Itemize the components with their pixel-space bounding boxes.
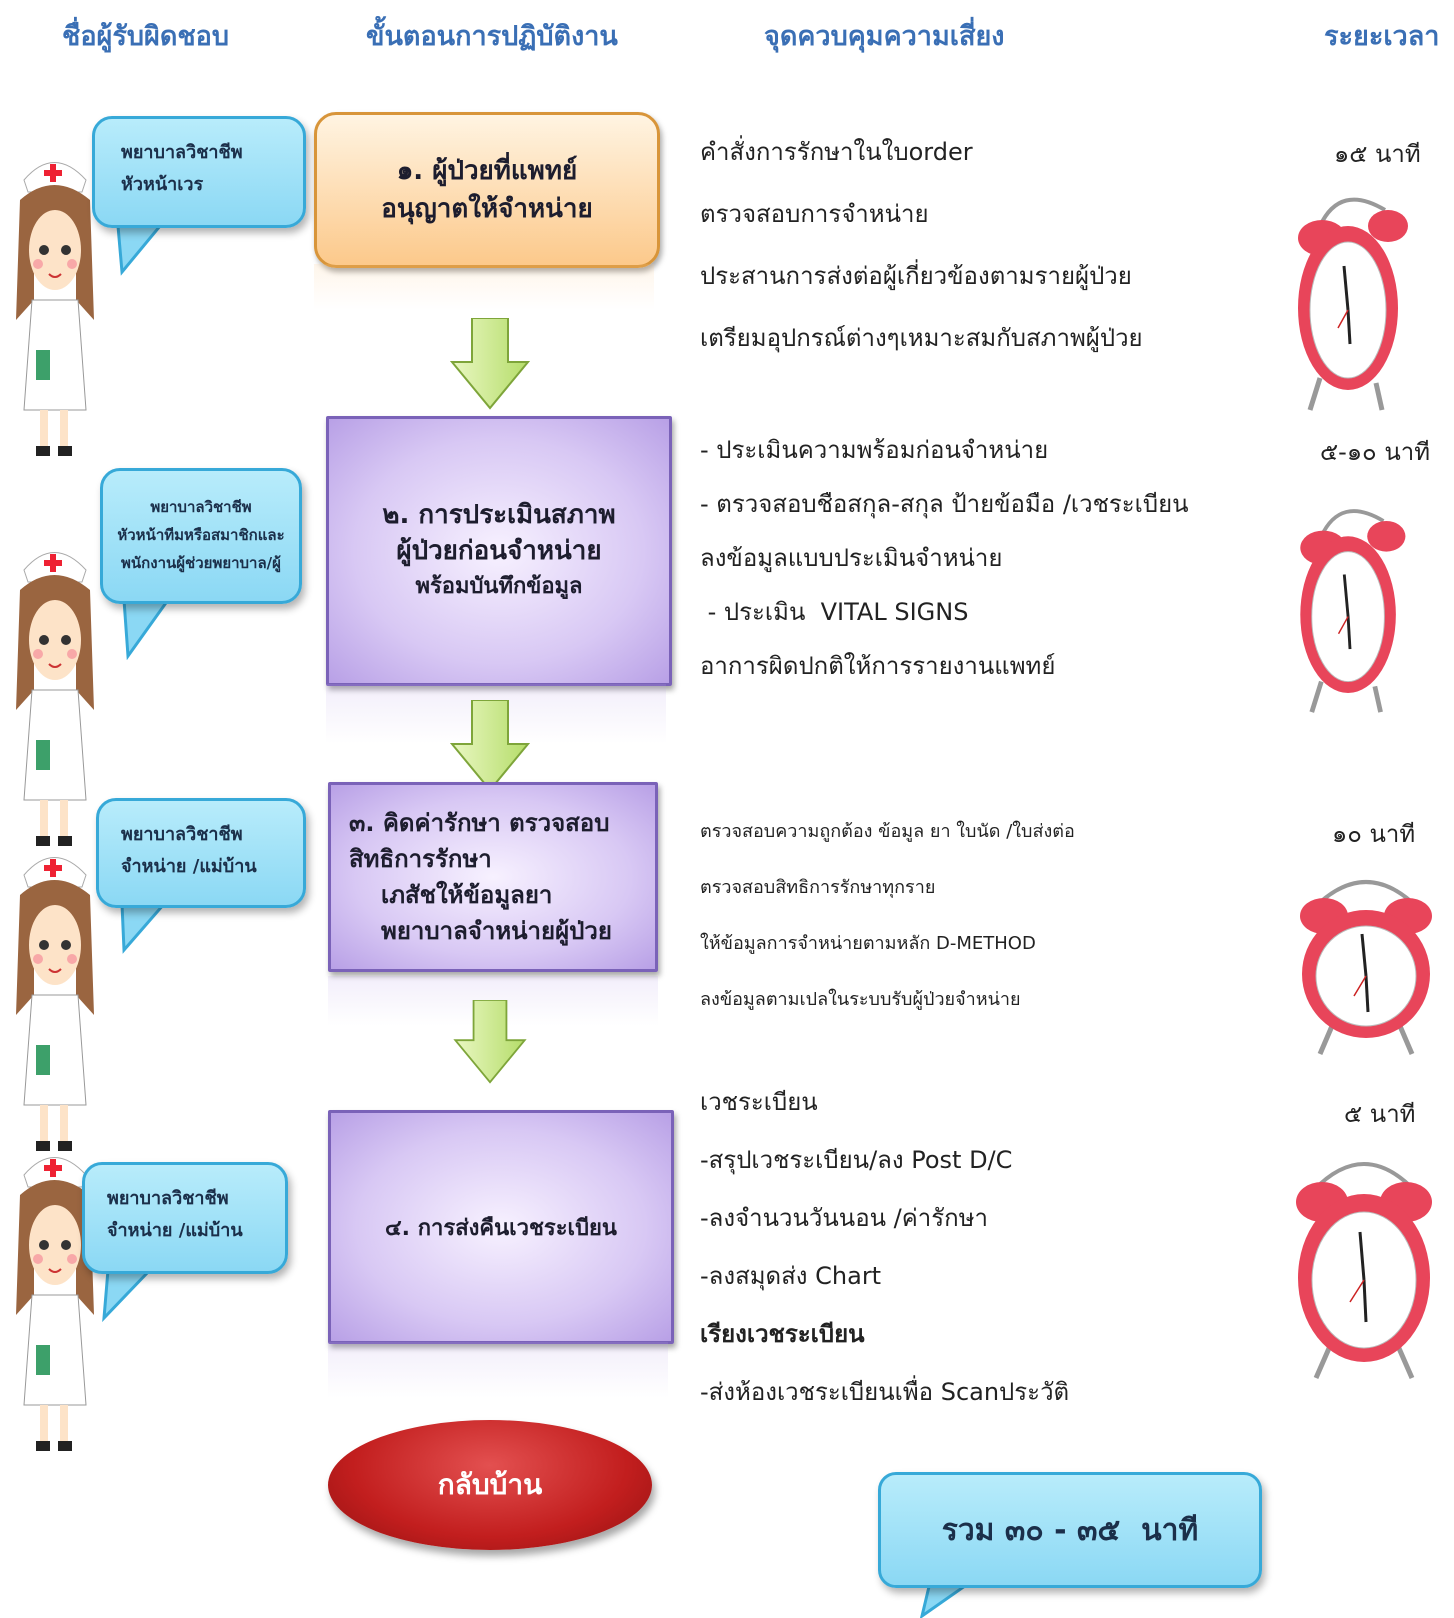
control-text: อาการผิดปกติให้การรายงานแพทย์ — [700, 652, 1056, 680]
control-text: -ส่งห้องเวชระเบียนเพื่อ Scanประวัติ — [700, 1378, 1070, 1406]
total-time-bubble: รวม ๓๐ - ๓๕ นาที — [878, 1472, 1262, 1588]
responsible-bubble-1: พยาบาลวิชาชีพ หัวหน้าเวร — [92, 116, 306, 228]
down-arrow-icon — [450, 318, 530, 410]
header-risk-control: จุดควบคุมความเสี่ยง — [764, 21, 1005, 52]
bubble-tail — [102, 1270, 153, 1322]
duration-2: ๕-๑๐ นาที — [1320, 438, 1431, 466]
header-responsible: ชื่อผู้รับผิดชอบ — [62, 21, 230, 52]
responsible-bubble-2: พยาบาลวิชาชีพ หัวหน้าทีมหรือสมาชิกและ พน… — [100, 468, 302, 604]
nurse-illustration — [16, 1157, 94, 1451]
bubble-tail — [120, 904, 166, 954]
step-3-box: ๓. คิดค่ารักษา ตรวจสอบ สิทธิการรักษา เภส… — [328, 782, 658, 972]
control-text: ตรวจสอบสิทธิการรักษาทุกราย — [700, 877, 936, 898]
control-text: -ลงสมุดส่ง Chart — [700, 1262, 882, 1290]
control-text: เตรียมอุปกรณ์ต่างๆเหมาะสมกับสภาพผู้ป่วย — [700, 324, 1143, 352]
step-4-line1: ๔. การส่งคืนเวชระเบียน — [385, 1215, 617, 1241]
control-text: ลงข้อมูลแบบประเมินจำหน่าย — [700, 544, 1003, 572]
duration-3: ๑๐ นาที — [1332, 820, 1416, 848]
down-arrow-icon — [453, 1000, 527, 1084]
step-4-box: ๔. การส่งคืนเวชระเบียน — [328, 1110, 674, 1344]
control-text: เรียงเวชระเบียน — [700, 1320, 865, 1348]
step-3-line2: สิทธิการรักษา — [349, 845, 492, 873]
control-text: คำสั่งการรักษาในใบorder — [700, 138, 973, 166]
step-3-line4: พยาบาลจำหน่ายผู้ป่วย — [381, 917, 612, 945]
responsible-2-line2: หัวหน้าทีมหรือสมาชิกและ — [117, 526, 285, 544]
nurse-illustration — [16, 857, 94, 1151]
bubble-tail — [116, 226, 162, 276]
step-2-line3: พร้อมบันทึกข้อมูล — [415, 574, 583, 599]
control-text: ตรวจสอบการจำหน่าย — [700, 200, 929, 228]
control-text: -สรุปเวชระเบียน/ลง Post D/C — [700, 1146, 1013, 1174]
control-text: เวชระเบียน — [700, 1088, 818, 1116]
responsible-2-line3: พนักงานผู้ช่วยพยาบาล/ผู้ — [121, 554, 281, 572]
responsible-bubble-3: พยาบาลวิชาชีพ จำหน่าย /แม่บ้าน — [96, 798, 306, 908]
responsible-4-line1: พยาบาลวิชาชีพ — [107, 1188, 229, 1209]
control-text: - ประเมิน VITAL SIGNS — [700, 598, 969, 626]
step-2-box: ๒. การประเมินสภาพ ผู้ป่วยก่อนจำหน่าย พร้… — [326, 416, 672, 686]
header-procedure: ขั้นตอนการปฏิบัติงาน — [366, 21, 618, 52]
end-oval: กลับบ้าน — [328, 1420, 652, 1550]
responsible-1-line1: พยาบาลวิชาชีพ — [121, 142, 243, 163]
step-2-line1: ๒. การประเมินสภาพ — [382, 500, 616, 530]
step-3-line3: เภสัชให้ข้อมูลยา — [381, 881, 553, 909]
control-text: -ลงจำนวนวันนอน /ค่ารักษา — [700, 1204, 988, 1232]
step-3-line1: ๓. คิดค่ารักษา ตรวจสอบ — [349, 809, 610, 837]
responsible-bubble-4: พยาบาลวิชาชีพ จำหน่าย /แม่บ้าน — [82, 1162, 288, 1274]
control-text: ให้ข้อมูลการจำหน่ายตามหลัก D-METHOD — [700, 933, 1036, 954]
total-time-label: รวม ๓๐ - ๓๕ นาที — [941, 1512, 1199, 1548]
header-duration: ระยะเวลา — [1324, 21, 1440, 52]
responsible-3-line1: พยาบาลวิชาชีพ — [121, 824, 243, 845]
step-1-box: ๑. ผู้ป่วยที่แพทย์ อนุญาตให้จำหน่าย — [314, 112, 660, 268]
nurse-illustration — [16, 552, 94, 846]
step-4-reflection — [328, 1342, 668, 1398]
step-1-line2: อนุญาตให้จำหน่าย — [381, 194, 593, 224]
control-text: ลงข้อมูลตามเปลในระบบรับผู้ป่วยจำหน่าย — [700, 989, 1021, 1010]
alarm-clock-icon — [1298, 197, 1408, 411]
control-text: - ตรวจสอบชือสกุล-สกุล ป้ายข้อมือ /เวชระเ… — [700, 490, 1189, 518]
responsible-4-line2: จำหน่าย /แม่บ้าน — [107, 1220, 243, 1241]
alarm-clock-icon — [1296, 1162, 1432, 1380]
end-label: กลับบ้าน — [437, 1468, 543, 1501]
duration-4: ๕ นาที — [1344, 1100, 1416, 1128]
control-text: - ประเมินความพร้อมก่อนจำหน่าย — [700, 436, 1049, 464]
responsible-3-line2: จำหน่าย /แม่บ้าน — [121, 856, 257, 877]
alarm-clock-icon — [1300, 880, 1432, 1055]
control-text: ประสานการส่งต่อผู้เกี่ยวข้องตามรายผู้ป่ว… — [700, 262, 1132, 290]
bubble-tail — [122, 600, 170, 660]
control-text: ตรวจสอบความถูกต้อง ข้อมูล ยา ใบนัด /ใบส่… — [700, 821, 1075, 842]
nurse-illustration — [16, 162, 94, 456]
step-1-line1: ๑. ผู้ป่วยที่แพทย์ — [396, 156, 578, 186]
responsible-2-line1: พยาบาลวิชาชีพ — [150, 498, 252, 516]
step-2-line2: ผู้ป่วยก่อนจำหน่าย — [396, 536, 602, 566]
down-arrow-icon — [450, 700, 530, 792]
step-1-reflection — [314, 264, 654, 310]
responsible-1-line2: หัวหน้าเวร — [121, 174, 204, 195]
alarm-clock-icon — [1300, 509, 1406, 713]
duration-1: ๑๕ นาที — [1334, 140, 1421, 168]
